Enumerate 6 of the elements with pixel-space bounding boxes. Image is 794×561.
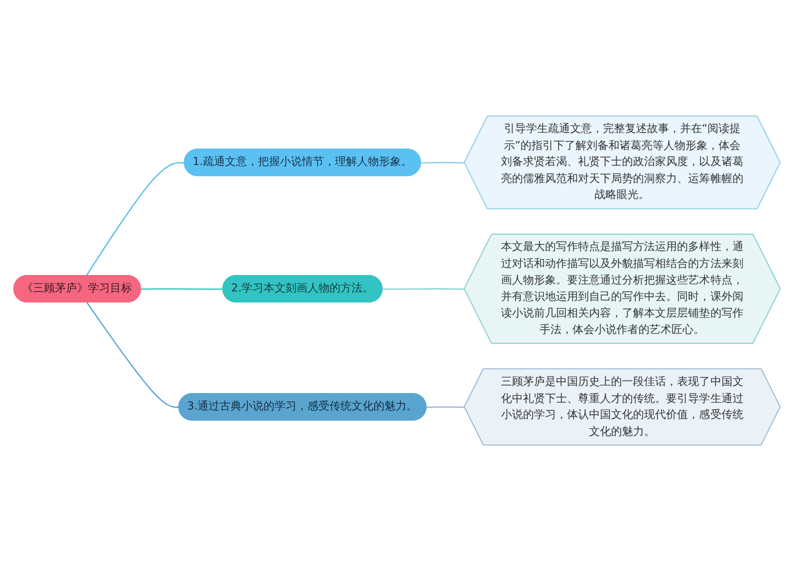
connector [86,302,180,408]
connector [141,288,224,290]
connector [86,162,185,276]
connector [382,288,465,290]
connector [426,406,465,408]
connector [421,162,465,164]
